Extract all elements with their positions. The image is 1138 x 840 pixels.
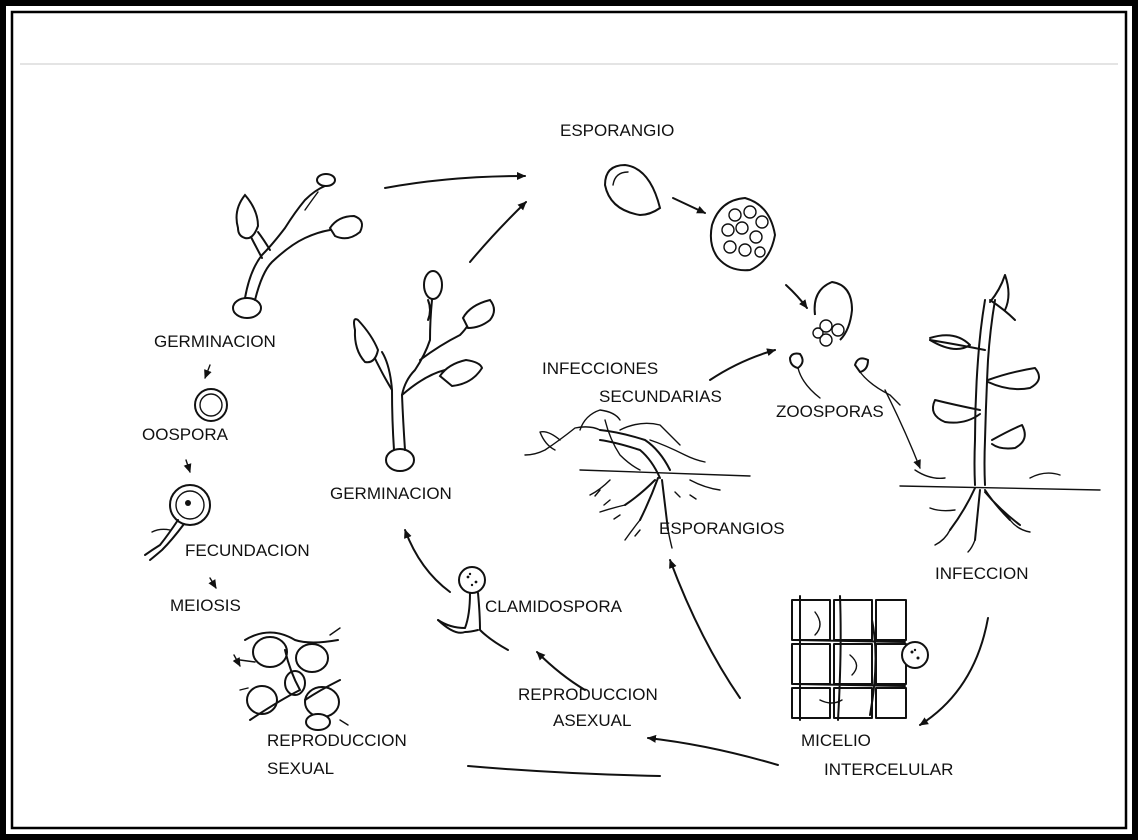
label-reproduccion-sexual-2: SEXUAL [267,759,334,778]
arrow-oospora-to-fecundation [186,460,190,472]
sporangium-illustration [605,165,660,215]
label-infecciones-1: INFECCIONES [542,359,658,378]
label-reproduccion-asexual-1: REPRODUCCION [518,685,658,704]
germinating-sporangium-illustration [354,271,494,471]
arrow-zoospore-to-plant [885,390,920,468]
arrow-meiosis-to-sexual [234,655,240,666]
releasing-sporangium-illustration [813,282,852,346]
arrow-sporangium-to-zoospores-2 [786,285,807,308]
arrow-secondary-infection [710,350,775,380]
sporangium-with-zoospores-illustration [711,198,775,270]
arrow-fecundation-to-meiosis [210,578,216,588]
sexual-reproduction-illustration [240,628,348,730]
zoospores-illustration [790,354,900,406]
intercellular-mycelium-illustration [792,596,928,720]
label-oospora: OOSPORA [142,425,229,444]
germinating-oospore-illustration [233,174,362,318]
oospore-illustration [195,389,227,421]
plant-illustration [900,275,1100,552]
arrow-infection-to-mycelium [920,618,988,725]
label-zoosporas: ZOOSPORAS [776,402,884,421]
arrow-germination2-to-sporangium [470,202,526,262]
label-germinacion-center: GERMINACION [330,484,452,503]
label-clamidospora: CLAMIDOSPORA [485,597,623,616]
label-fecundacion: FECUNDACION [185,541,310,560]
label-micelio-1: MICELIO [801,731,871,750]
label-micelio-2: INTERCELULAR [824,760,953,779]
label-reproduccion-asexual-2: ASEXUAL [553,711,631,730]
arrow-germination-to-sporangium [385,176,525,188]
arrow-mycelium-to-sexual [468,766,660,776]
arrow-germination-to-oospora [205,365,210,378]
label-infecciones-2: SECUNDARIAS [599,387,722,406]
arrow-chlamydospore-to-germination [405,530,450,592]
arrow-sporangium-to-zoospores-1 [673,198,705,213]
label-infeccion: INFECCION [935,564,1029,583]
label-germinacion-top: GERMINACION [154,332,276,351]
label-meiosis: MEIOSIS [170,596,241,615]
arrow-asexual-to-sporangia [670,560,740,698]
arrow-mycelium-to-asexual [648,738,778,765]
diagram-labels: ESPORANGIO GERMINACION OOSPORA FECUNDACI… [142,121,1029,779]
label-esporangio: ESPORANGIO [560,121,674,140]
label-reproduccion-sexual-1: REPRODUCCION [267,731,407,750]
label-esporangios: ESPORANGIOS [659,519,785,538]
